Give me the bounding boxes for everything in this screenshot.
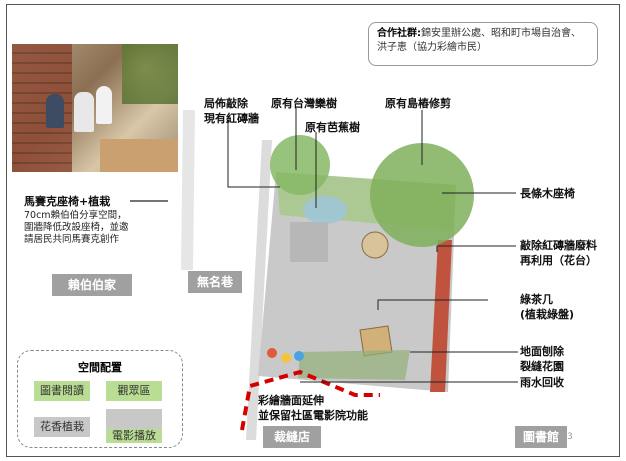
- island-tree: [370, 143, 474, 247]
- label-tea-line2: (植栽綠盤): [520, 308, 575, 321]
- tag-lai-home: 賴伯伯家: [52, 274, 132, 296]
- label-mosaic-title: 馬賽克座椅+植栽: [24, 195, 111, 208]
- label-mosaic-desc: 70cm賴伯伯分享空間， 圍牆降低改設座椅，並邀 請居民共同馬賽克創作: [24, 210, 129, 246]
- taiwan-ash-tree: [270, 135, 330, 195]
- label-banana: 原有芭蕉樹: [305, 121, 360, 134]
- label-brick-line1: 敲除紅磚牆廢料: [520, 239, 597, 252]
- mosaic-desc-line1: 70cm賴伯伯分享空間，: [24, 210, 127, 221]
- leader-demolish: [227, 120, 280, 188]
- label-brick-line2: 再利用（花台）: [520, 254, 597, 267]
- coop-label: 合作社群:: [377, 28, 421, 39]
- cooperation-box: 合作社群:錦安里辦公處、昭和町市場自治會、洪子恵（協力彩繪市民）: [368, 22, 598, 66]
- label-island-tree: 原有島樁修剪: [385, 97, 451, 110]
- left-path: [246, 140, 272, 440]
- mosaic-bench: [290, 222, 328, 262]
- leader-brick: [436, 245, 516, 252]
- label-demolish-wall: 局佈敲除 現有紅磚牆: [204, 96, 259, 126]
- round-table: [361, 231, 389, 259]
- label-ground-line1: 地面刨除: [520, 345, 564, 358]
- brick-planter: [430, 240, 452, 392]
- leader-tea: [377, 299, 488, 310]
- mosaic-desc-line3: 請居民共同馬賽克創作: [24, 234, 120, 245]
- label-taiwan-ash: 原有台灣欒樹: [271, 97, 337, 110]
- label-tea-line1: 綠茶几: [520, 293, 553, 306]
- label-demolish-line1: 局佈敲除: [204, 97, 248, 110]
- legend-title: 空間配置: [78, 361, 122, 374]
- label-ground-garden: 地面刨除 裂縫花園: [520, 344, 564, 374]
- community-photo: [12, 44, 178, 172]
- mural-dot-red: [267, 348, 277, 358]
- alley-strip: [181, 110, 195, 270]
- banana-tree: [303, 196, 347, 224]
- layout-legend: 空間配置 圖書閱讀 觀眾區 花香植栽 電影播放: [17, 350, 183, 448]
- coop-text: 錦安里辦公處、昭和町市場自治會、洪子恵（協力彩繪市民）: [377, 28, 581, 53]
- label-mural: 彩繪牆面延伸 並保留社區電影院功能: [258, 393, 368, 423]
- legend-planting: 花香植栽: [34, 417, 90, 437]
- legend-reading: 圖書閱讀: [34, 381, 90, 401]
- label-ground-line2: 裂縫花園: [520, 360, 564, 373]
- label-brick-reuse: 敲除紅磚牆廢料 再利用（花台）: [520, 238, 597, 268]
- mural-dot-yellow: [281, 353, 291, 363]
- mural-boundary: [240, 369, 380, 431]
- legend-blank: [106, 409, 162, 429]
- legend-screening: 電影播放: [106, 429, 162, 443]
- label-demolish-line2: 現有紅磚牆: [204, 112, 259, 125]
- rainwater-dot: [294, 351, 304, 361]
- label-mural-line1: 彩繪牆面延伸: [258, 394, 324, 407]
- label-tea-table: 綠茶几 (植栽綠盤): [520, 292, 574, 322]
- legend-audience: 觀眾區: [106, 381, 162, 401]
- tag-alley: 無名巷: [188, 271, 242, 293]
- label-rainwater: 雨水回收: [520, 376, 564, 389]
- mosaic-desc-line2: 圍牆降低改設座椅，並邀: [24, 222, 129, 233]
- label-mural-line2: 並保留社區電影院功能: [258, 409, 368, 422]
- tag-library: 圖書館: [515, 426, 567, 448]
- label-long-bench: 長條木座椅: [520, 187, 575, 200]
- tag-tailor: 裁縫店: [263, 426, 321, 448]
- page-number: 3: [567, 432, 573, 442]
- crack-garden: [298, 350, 410, 380]
